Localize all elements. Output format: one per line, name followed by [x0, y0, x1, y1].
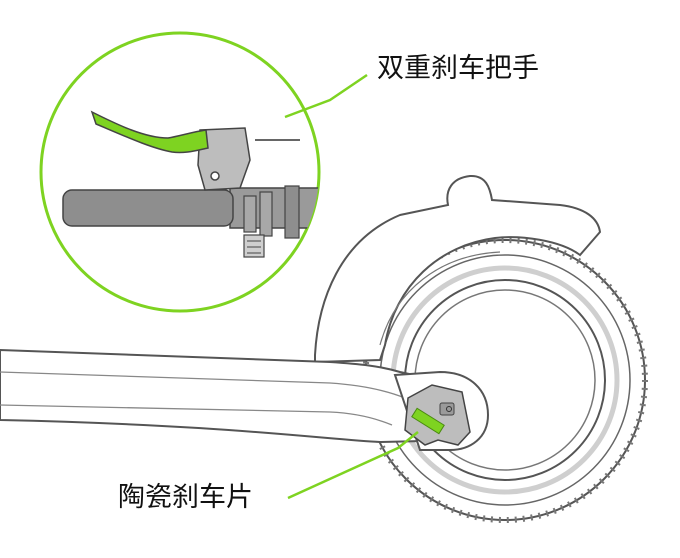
brake-lever-green: [90, 110, 209, 154]
rear-fender: [314, 174, 602, 364]
handlebar-grip: [62, 189, 234, 227]
zoom-circle: [39, 31, 321, 313]
pad-leader-line: [287, 431, 419, 500]
lever-leader-line: [284, 73, 368, 119]
brake-pad-label: 陶瓷刹车片: [118, 482, 253, 513]
brake-lever-label: 双重刹车把手: [377, 53, 539, 84]
brake-caliper: [404, 384, 471, 446]
zoom-detail: [39, 31, 321, 313]
tire-tread: [362, 237, 648, 523]
ceramic-brake-pad: [411, 407, 445, 435]
